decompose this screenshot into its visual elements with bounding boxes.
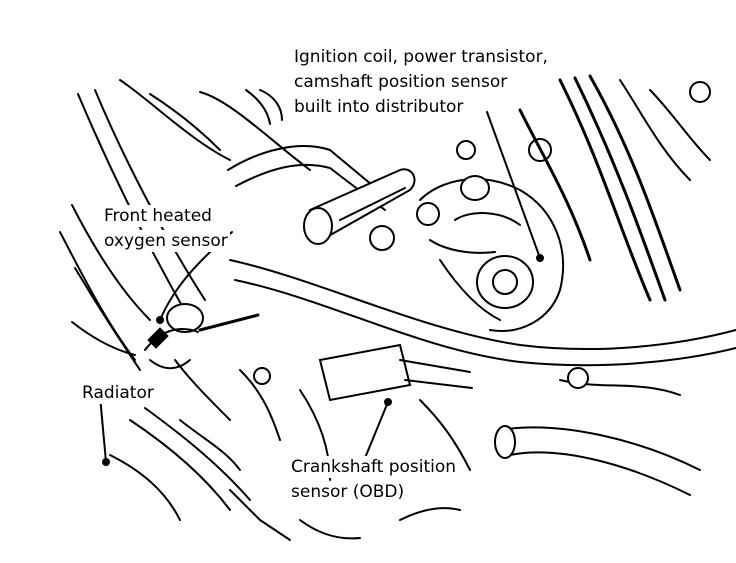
label-ignition-line1: Ignition coil, power transistor, bbox=[292, 46, 550, 68]
label-crank-line2: sensor (OBD) bbox=[289, 481, 407, 503]
crank-leader-dot bbox=[384, 398, 392, 406]
engine-outline bbox=[59, 74, 736, 541]
radiator-leader bbox=[99, 395, 107, 463]
front-o2-leader-dot bbox=[156, 316, 164, 324]
ignition-leader-dot bbox=[536, 254, 544, 262]
label-front-o2-line2: oxygen sensor bbox=[102, 230, 230, 252]
crank-leader bbox=[364, 401, 389, 459]
ignition-leader bbox=[486, 111, 541, 259]
label-ignition-line3: built into distributor bbox=[292, 96, 466, 118]
radiator-leader-dot bbox=[102, 458, 110, 466]
label-crank-line1: Crankshaft position bbox=[289, 456, 459, 478]
label-front-o2-line1: Front heated bbox=[102, 205, 214, 227]
label-radiator: Radiator bbox=[80, 382, 156, 404]
label-ignition-line2: camshaft position sensor bbox=[292, 71, 510, 93]
